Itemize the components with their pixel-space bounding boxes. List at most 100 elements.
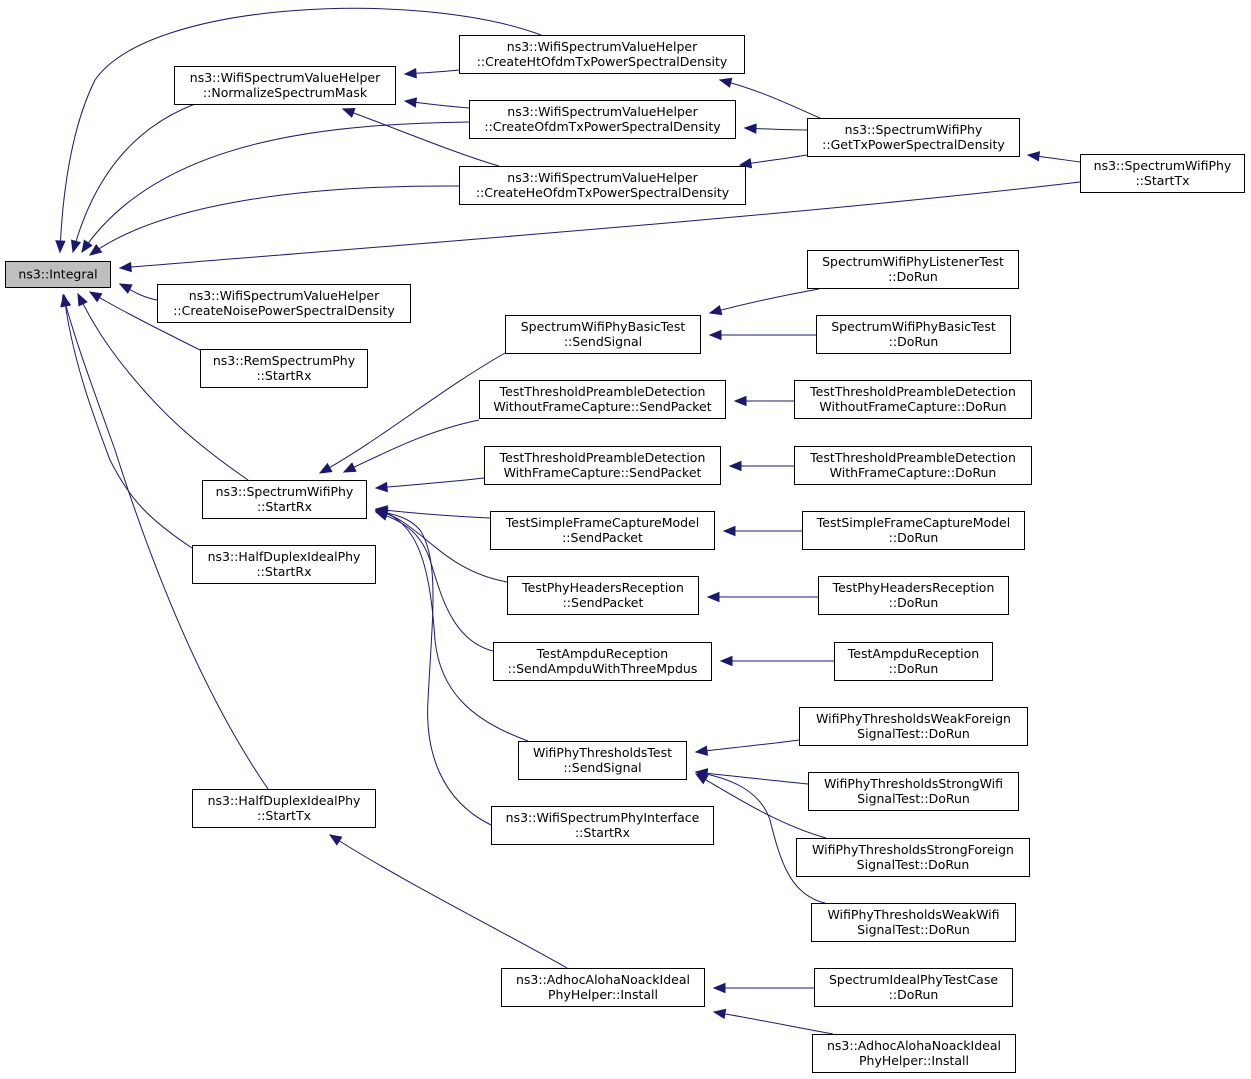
edge-line [81,121,470,253]
node-label: WifiPhyThresholdsWeakForeign [816,711,1011,726]
node-thrSend[interactable]: WifiPhyThresholdsTest::SendSignal [518,741,687,780]
node-tpdWithoutSend[interactable]: TestThresholdPreambleDetectionWithoutFra… [479,380,726,419]
node-label: ::SendAmpduWithThreeMpdus [508,661,698,676]
node-listenerRun[interactable]: SpectrumWifiPhyListenerTest::DoRun [807,250,1019,289]
arrowhead-icon [706,591,720,603]
edge-createOfdm-to-integral [81,121,470,254]
node-label: ::CreateOfdmTxPowerSpectralDensity [484,119,721,134]
node-remStartRx[interactable]: ns3::RemSpectrumPhy::StartRx [200,349,368,388]
edge-aloha1-to-hdStartTx [328,834,568,969]
arrowhead-icon [81,239,93,254]
edge-tpdWithRun-to-tpdWithSend [728,460,794,472]
node-label: TestThresholdPreambleDetection [809,384,1016,399]
node-phrRun[interactable]: TestPhyHeadersReception::DoRun [818,576,1009,615]
edge-createHe-to-integral [88,185,460,256]
node-basicSend[interactable]: SpectrumWifiPhyBasicTest::SendSignal [505,315,701,354]
node-createHt[interactable]: ns3::WifiSpectrumValueHelper::CreateHtOf… [459,35,745,74]
node-label: ::CreateNoisePowerSpectralDensity [173,303,395,318]
node-label: ::CreateHtOfdmTxPowerSpectralDensity [477,54,728,69]
node-label: TestThresholdPreambleDetection [499,384,706,399]
node-ampduRun[interactable]: TestAmpduReception::DoRun [834,642,993,681]
edge-listenerRun-to-basicSend [708,288,820,316]
node-label: TestPhyHeadersReception [521,580,684,595]
node-normalize[interactable]: ns3::WifiSpectrumValueHelper::NormalizeS… [174,66,396,105]
edge-line [695,739,800,753]
node-label: ::DoRun [889,661,939,676]
edges-layer [55,7,1081,1035]
node-box [192,789,376,828]
node-thrStrongWifi[interactable]: WifiPhyThresholdsStrongWifiSignalTest::D… [808,772,1019,811]
node-label: ::SendSignal [564,334,642,349]
node-label: ::SendPacket [563,595,644,610]
node-label: TestThresholdPreambleDetection [809,450,1016,465]
edge-getTxPsd-to-createHt [718,77,821,119]
edge-line [375,477,485,489]
node-tpdWithRun[interactable]: TestThresholdPreambleDetectionWithFrameC… [794,446,1032,485]
node-startTx[interactable]: ns3::SpectrumWifiPhy::StartTx [1080,154,1245,193]
node-box [507,576,699,615]
node-label: ::CreateHeOfdmTxPowerSpectralDensity [476,185,730,200]
node-aloha1[interactable]: ns3::AdhocAlohaNoackIdealPhyHelper::Inst… [501,968,705,1007]
node-label: WifiPhyThresholdsWeakWifi [827,907,999,922]
node-sfcRun[interactable]: TestSimpleFrameCaptureModel::DoRun [802,511,1025,550]
arrowhead-icon [88,243,103,256]
node-sfcSend[interactable]: TestSimpleFrameCaptureModel::SendPacket [490,511,715,550]
node-thrStrongForeign[interactable]: WifiPhyThresholdsStrongForeignSignalTest… [796,838,1030,877]
node-box [794,446,1032,485]
node-aloha2[interactable]: ns3::AdhocAlohaNoackIdealPhyHelper::Inst… [812,1034,1016,1073]
node-wspiStartRx[interactable]: ns3::WifiSpectrumPhyInterface::StartRx [491,806,714,845]
arrowhead-icon [694,745,709,756]
node-thrWeakForeign[interactable]: WifiPhyThresholdsWeakForeignSignalTest::… [799,707,1028,746]
node-label: ns3::WifiSpectrumValueHelper [507,104,698,119]
edge-sfcRun-to-sfcSend [722,525,802,537]
node-label: SpectrumWifiPhyBasicTest [521,319,686,334]
node-tpdWithoutRun[interactable]: TestThresholdPreambleDetectionWithoutFra… [794,380,1032,419]
node-hdStartTx[interactable]: ns3::HalfDuplexIdealPhy::StartTx [192,789,376,828]
node-label: ns3::AdhocAlohaNoackIdeal [516,972,690,987]
node-getTxPsd[interactable]: ns3::SpectrumWifiPhy::GetTxPowerSpectral… [807,118,1020,157]
node-label: ns3::RemSpectrumPhy [213,353,356,368]
node-box [200,349,368,388]
node-basicRun[interactable]: SpectrumWifiPhyBasicTest::DoRun [816,315,1011,354]
node-box [490,511,715,550]
node-tpdWithSend[interactable]: TestThresholdPreambleDetectionWithFrameC… [484,446,721,485]
node-box [491,806,714,845]
node-label: ns3::SpectrumWifiPhy [845,122,983,137]
node-phrSend[interactable]: TestPhyHeadersReception::SendPacket [507,576,699,615]
arrowhead-icon [722,525,736,537]
node-ampduSend[interactable]: TestAmpduReception::SendAmpduWithThreeMp… [493,642,712,681]
node-box [802,511,1025,550]
arrowhead-icon [374,481,388,493]
node-thrWeakWifi[interactable]: WifiPhyThresholdsWeakWifiSignalTest::DoR… [811,903,1016,942]
node-label: WithoutFrameCapture::DoRun [819,399,1006,414]
node-box [157,284,411,323]
node-createOfdm[interactable]: ns3::WifiSpectrumValueHelper::CreateOfdm… [469,100,736,139]
edge-createHt-to-normalize [403,68,460,79]
node-swpStartRx[interactable]: ns3::SpectrumWifiPhy::StartRx [202,480,367,519]
arrowhead-icon [403,97,418,108]
node-createHe[interactable]: ns3::WifiSpectrumValueHelper::CreateHeOf… [459,166,746,205]
node-box [807,250,1019,289]
node-label: ns3::WifiSpectrumValueHelper [507,39,698,54]
node-label: ::StartRx [257,499,312,514]
arrowhead-icon [712,1008,727,1020]
node-box [469,100,736,139]
node-idealRun[interactable]: SpectrumIdealPhyTestCase::DoRun [814,968,1013,1007]
node-box [814,968,1013,1007]
node-label: WithFrameCapture::SendPacket [504,465,702,480]
edge-line [375,510,492,826]
node-box [202,480,367,519]
node-box [192,545,376,584]
edge-hdStartRx-to-integral [60,293,193,549]
node-label: ::DoRun [889,334,939,349]
node-label: ::DoRun [889,530,939,545]
nodes-layer: ns3::Integralns3::WifiSpectrumValueHelpe… [5,35,1245,1073]
node-createNoise[interactable]: ns3::WifiSpectrumValueHelper::CreateNois… [157,284,411,323]
edge-thrStrongWifi-to-thrSend [694,768,809,785]
node-integral[interactable]: ns3::Integral [5,261,111,288]
edge-createNoise-to-integral [118,283,158,301]
edge-line [77,293,249,481]
node-hdStartRx[interactable]: ns3::HalfDuplexIdealPhy::StartRx [192,545,376,584]
node-box [459,166,746,205]
edge-aloha2-to-aloha1 [712,1008,834,1035]
